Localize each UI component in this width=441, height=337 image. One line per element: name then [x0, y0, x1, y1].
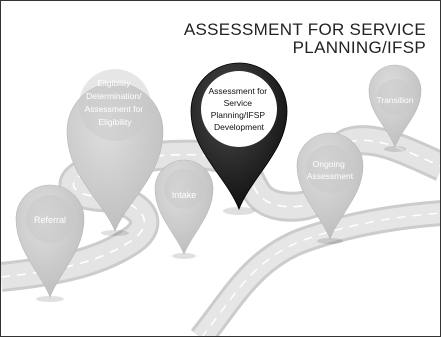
pin-shadows: [36, 146, 406, 302]
pin-eligibility-line-2: Determination/: [86, 91, 142, 101]
svg-text:Assessment for Service: Assessment for Service Planning/IFSP Dev…: [209, 86, 270, 132]
pin-assessment-line-2: Service: [224, 98, 253, 108]
title-line-1: ASSESSMENT FOR SERVICE: [183, 20, 426, 39]
slide-title: ASSESSMENT FOR SERVICE PLANNING/IFSP: [126, 21, 426, 57]
pin-assessment-line-4: Development: [214, 122, 265, 132]
pin-transition: Transition: [368, 64, 422, 148]
pin-ongoing-line-1: Ongoing: [313, 159, 345, 169]
pin-referral-label: Referral: [34, 215, 66, 225]
svg-text:Transition: Transition: [376, 95, 413, 105]
pin-referral: Referral: [15, 184, 85, 298]
pin-eligibility: Eligibility Determination/ Assessment fo…: [66, 69, 164, 232]
title-line-2: PLANNING/IFSP: [292, 38, 426, 57]
pin-intake-label: Intake: [172, 190, 197, 200]
svg-text:Ongoing Assessment: Ongoing Assessment: [307, 159, 354, 181]
pin-eligibility-line-1: Eligibility: [97, 78, 131, 88]
pin-assessment-active: Assessment for Service Planning/IFSP Dev…: [190, 62, 288, 211]
svg-text:Referral: Referral: [34, 215, 66, 225]
svg-text:Intake: Intake: [172, 190, 197, 200]
pin-assessment-line-1: Assessment for: [209, 86, 268, 96]
pin-assessment-line-3: Planning/IFSP: [211, 110, 266, 120]
pin-ongoing-assessment: Ongoing Assessment: [296, 132, 364, 240]
pin-ongoing-line-2: Assessment: [307, 171, 354, 181]
pin-transition-label: Transition: [376, 95, 413, 105]
pin-eligibility-line-3: Assessment for: [85, 104, 144, 114]
svg-text:Eligibility Determinat: Eligibility Determination/ Assessment fo…: [85, 78, 146, 127]
pin-intake: Intake: [154, 159, 214, 255]
pin-eligibility-line-4: Eligibility: [98, 117, 132, 127]
